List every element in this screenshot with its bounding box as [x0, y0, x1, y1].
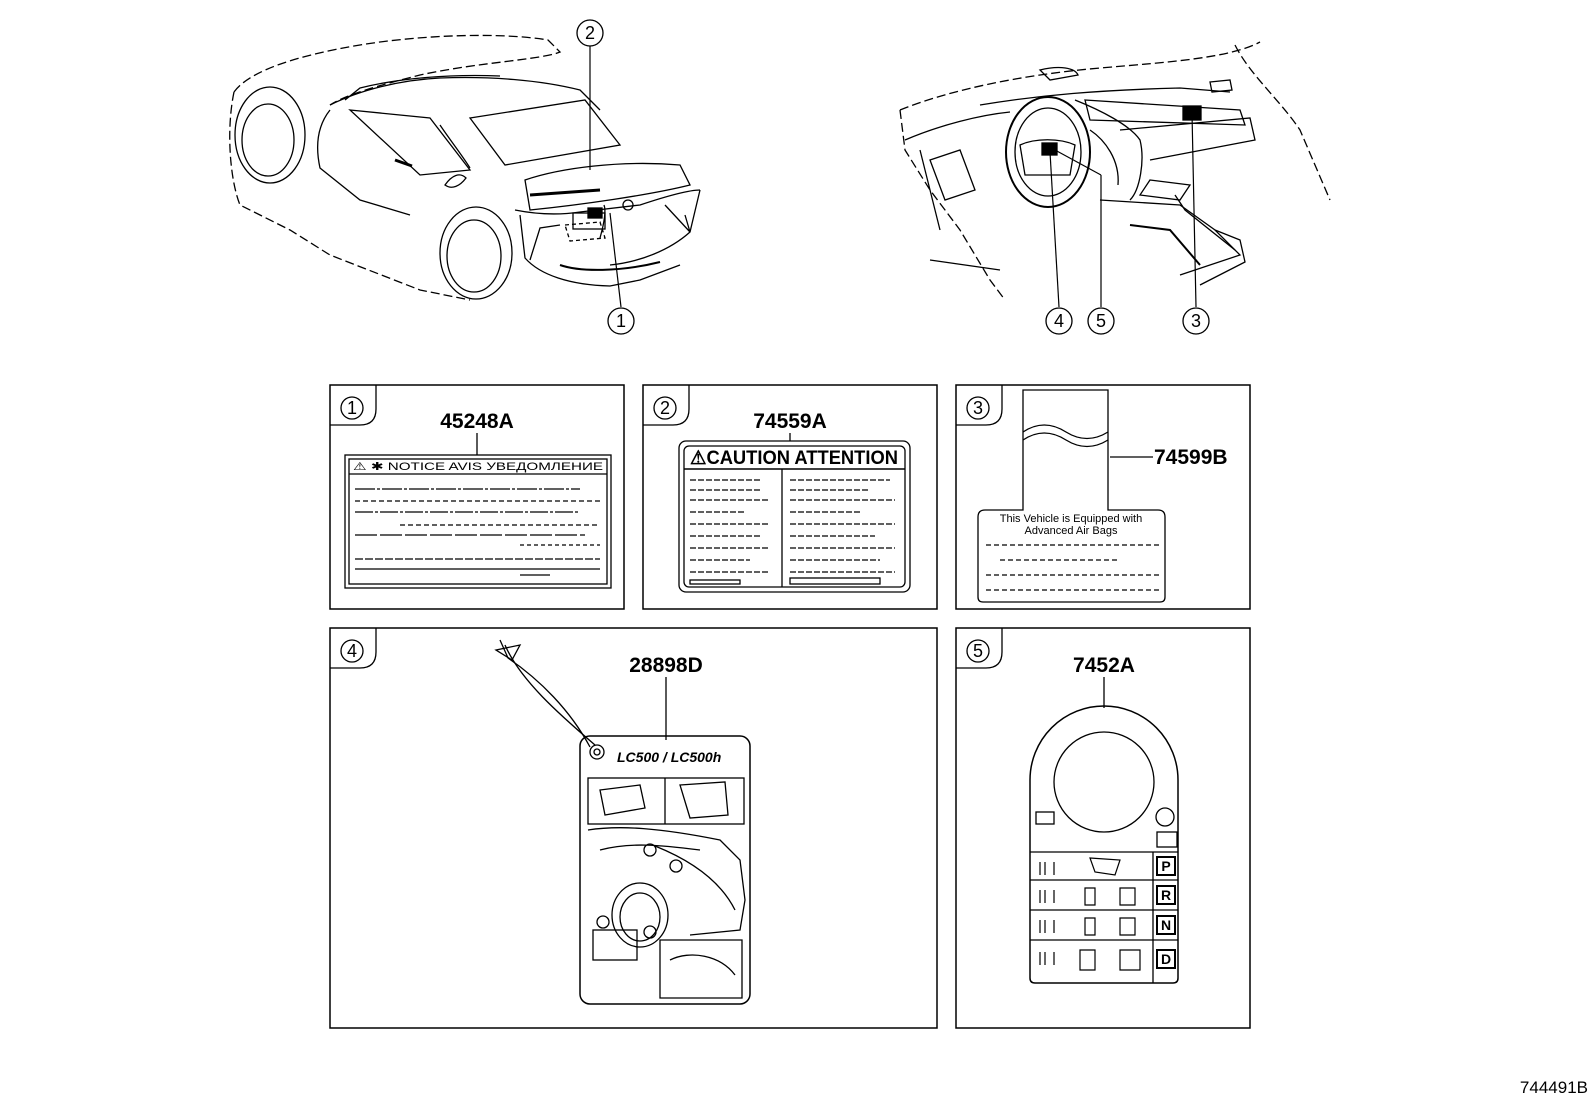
panel-5	[955, 627, 1251, 1029]
panel-1-label-text: ⚠ ✱ NOTICE AVIS УВЕДОМЛЕНИЕ	[353, 461, 603, 473]
panel-2-label-text: ⚠CAUTION ATTENTION	[690, 448, 898, 469]
callout-5-top: 5	[1096, 311, 1106, 331]
gear-p-label: P	[1161, 858, 1170, 874]
gear-d-label: D	[1161, 951, 1171, 967]
panel-1	[329, 384, 625, 610]
panel-2-part-number: 74559A	[753, 410, 827, 433]
car-rear-view	[229, 34, 701, 301]
panel-4-part-number: 28898D	[629, 654, 703, 677]
panel-4	[329, 627, 938, 1029]
panel-1-number: 1	[347, 398, 357, 418]
panel-3-number: 3	[973, 398, 983, 418]
panel-3-part-number: 74599B	[1154, 446, 1228, 469]
diagram-id: 744491B	[1520, 1078, 1588, 1097]
panel-4-number: 4	[347, 641, 357, 661]
panel-3-label-line1: This Vehicle is Equipped with	[1000, 513, 1142, 525]
callout-circles	[576, 19, 1210, 335]
panel-4-label-text: LC500 / LC500h	[617, 749, 721, 765]
panel-3-label-line2: Advanced Air Bags	[1025, 525, 1118, 537]
callout-4-top: 4	[1054, 311, 1064, 331]
panel-5-number: 5	[973, 641, 983, 661]
panel-1-part-number: 45248A	[440, 410, 514, 433]
gear-n-label: N	[1161, 917, 1171, 933]
panel-3	[955, 384, 1251, 610]
callout-leaders	[589, 46, 1197, 308]
panel-2	[642, 384, 938, 610]
callout-2-top: 2	[585, 23, 595, 43]
callout-1-top: 1	[616, 311, 626, 331]
panel-2-number: 2	[660, 398, 670, 418]
interior-view	[899, 41, 1331, 301]
callout-3-top: 3	[1191, 311, 1201, 331]
panel-5-part-number: 7452A	[1073, 654, 1135, 677]
gear-r-label: R	[1161, 887, 1171, 903]
